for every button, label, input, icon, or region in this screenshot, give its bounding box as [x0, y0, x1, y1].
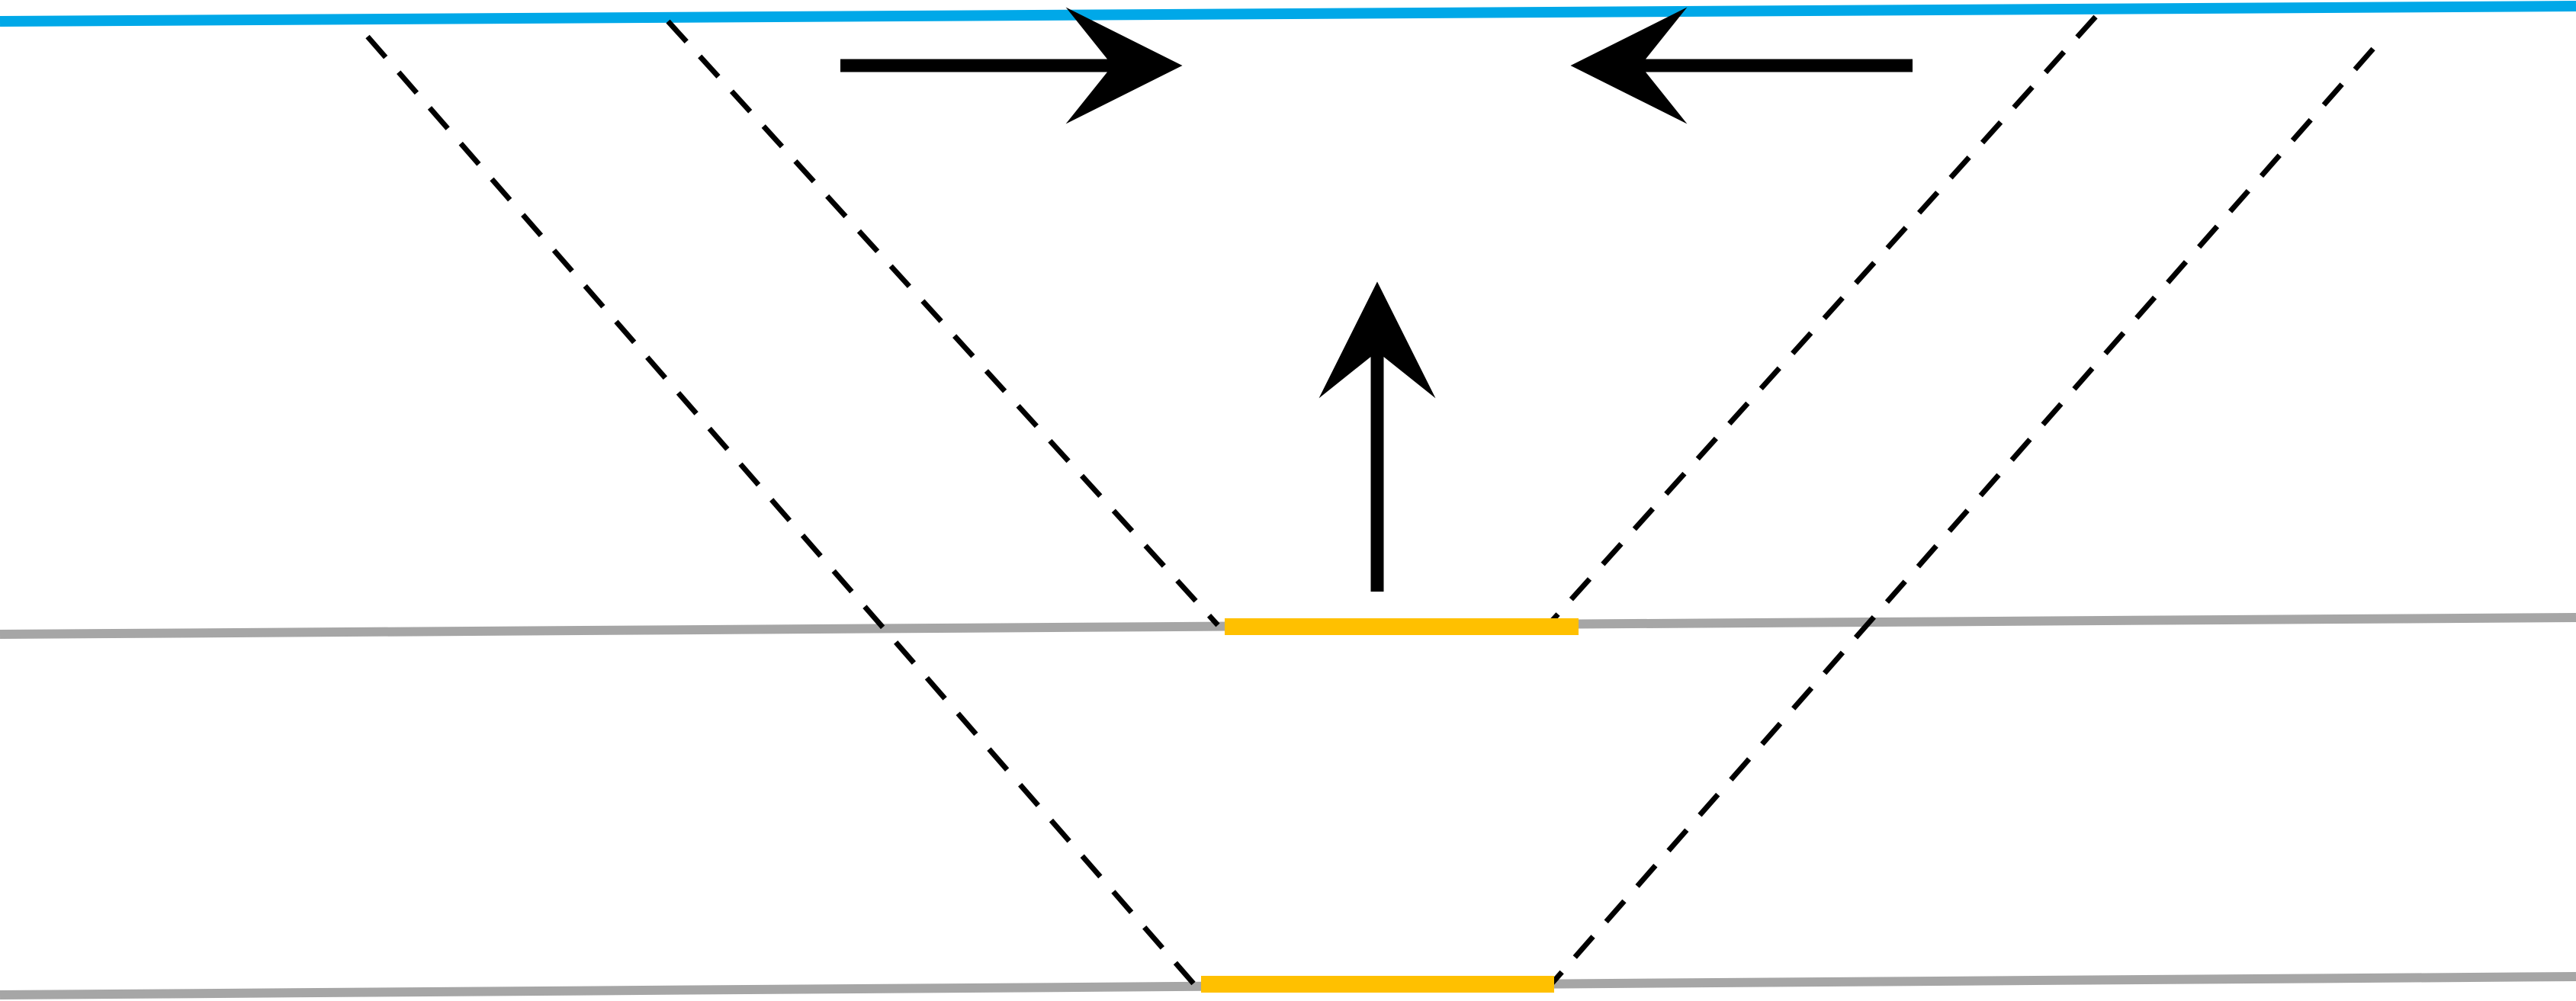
outer-right-ray — [1550, 47, 2375, 986]
ray-paths — [365, 14, 2375, 986]
outer-left-ray — [365, 34, 1196, 986]
inner-left-ray — [666, 19, 1220, 627]
surface-line — [0, 1, 2576, 27]
inner-right-ray — [1546, 14, 2098, 627]
arrows — [840, 7, 1913, 592]
